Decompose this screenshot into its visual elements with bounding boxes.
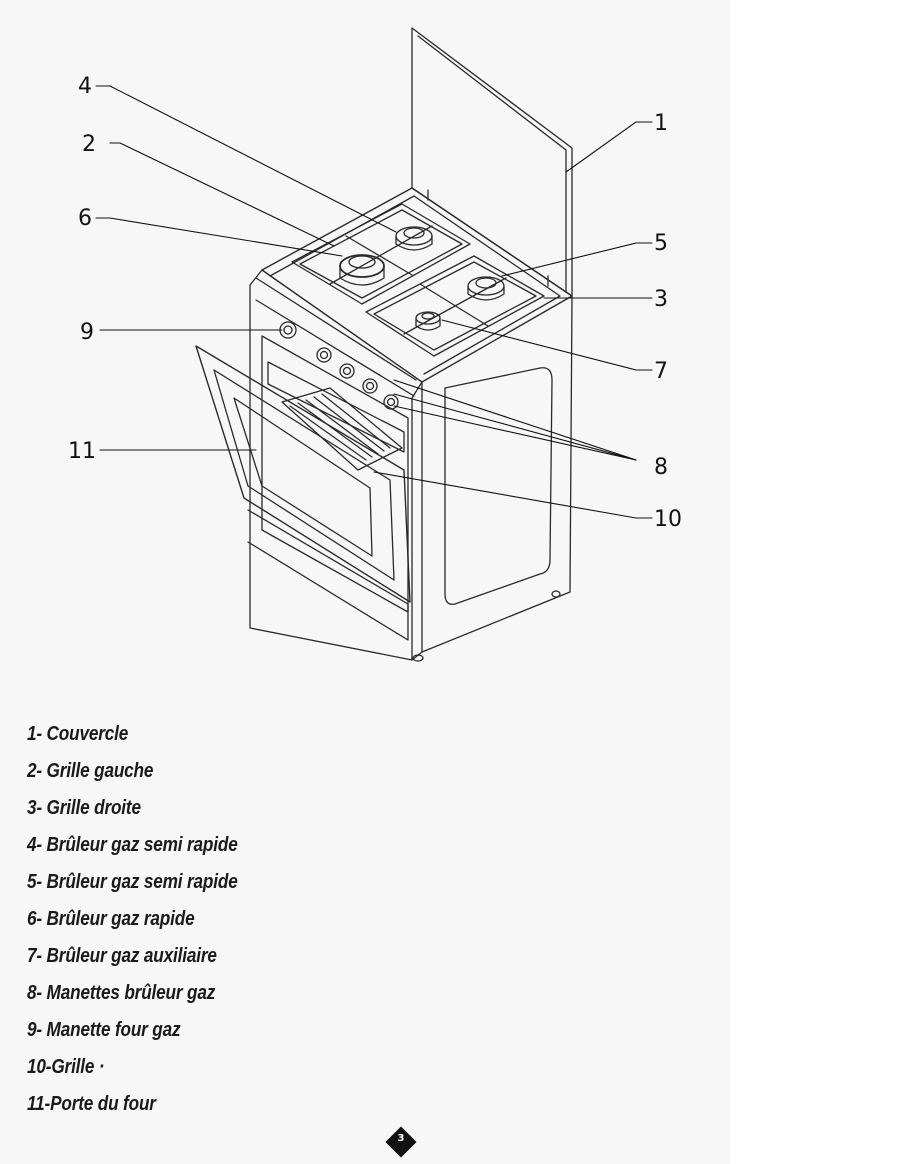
oven-door	[196, 346, 410, 640]
burner-semi-rapid-rear-left	[396, 227, 432, 250]
callout-9: 9	[80, 320, 94, 345]
callout-labels: 1 2 3 4 5 6 7 8 9 10 11	[68, 74, 682, 532]
legend-item-1: 1- Couvercle	[27, 722, 238, 759]
callout-2: 2	[82, 132, 96, 157]
legend-item-10: 10-Grille ·	[27, 1055, 238, 1092]
cooker-diagram: 1 2 3 4 5 6 7 8 9 10 11	[0, 0, 730, 700]
callout-4: 4	[78, 74, 92, 99]
legend-item-2: 2- Grille gauche	[27, 759, 238, 796]
leader-lines	[96, 86, 652, 518]
document-page: 1 2 3 4 5 6 7 8 9 10 11 1- Couvercle 2- …	[0, 0, 730, 1164]
callout-1: 1	[654, 111, 668, 136]
page-number-badge: 3	[385, 1126, 417, 1158]
callout-11: 11	[68, 439, 96, 464]
legend-item-8: 8- Manettes brûleur gaz	[27, 981, 238, 1018]
left-grate	[292, 204, 470, 304]
burner-rapid-front-left	[340, 255, 384, 285]
callout-7: 7	[654, 359, 668, 384]
legend-item-11: 11-Porte du four	[27, 1092, 238, 1129]
callout-10: 10	[654, 507, 682, 532]
parts-legend: 1- Couvercle 2- Grille gauche 3- Grille …	[27, 722, 272, 1129]
page-number: 3	[385, 1133, 417, 1144]
lid	[412, 28, 572, 296]
burner-semi-rapid-rear-right	[468, 277, 504, 300]
legend-item-9: 9- Manette four gaz	[27, 1018, 238, 1055]
legend-item-3: 3- Grille droite	[27, 796, 238, 833]
callout-8: 8	[654, 455, 668, 480]
right-grate	[366, 256, 544, 356]
callout-6: 6	[78, 206, 92, 231]
callout-3: 3	[654, 287, 668, 312]
legend-item-7: 7- Brûleur gaz auxiliaire	[27, 944, 238, 981]
legend-item-5: 5- Brûleur gaz semi rapide	[27, 870, 238, 907]
legend-item-6: 6- Brûleur gaz rapide	[27, 907, 238, 944]
callout-5: 5	[654, 231, 668, 256]
legend-item-4: 4- Brûleur gaz semi rapide	[27, 833, 238, 870]
